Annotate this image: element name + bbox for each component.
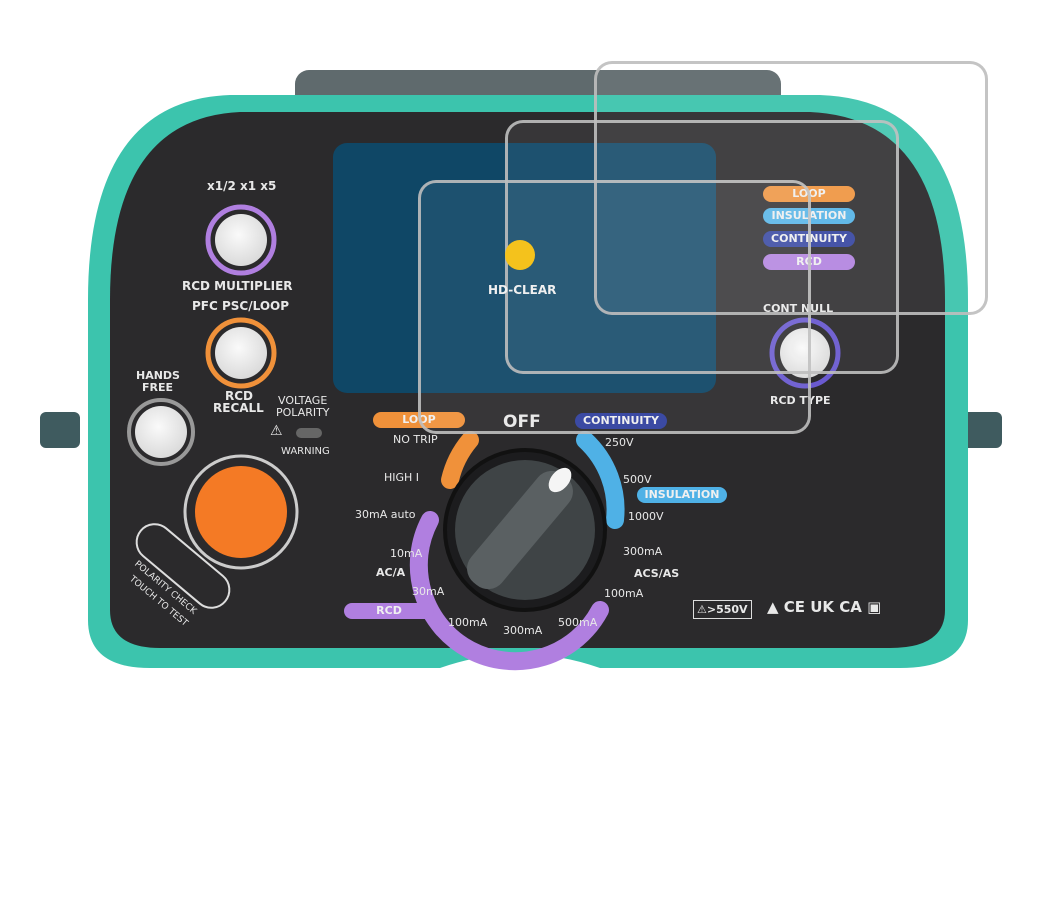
screen-protector-3 — [594, 61, 988, 315]
voltage-rating-mark: ⚠>550V — [693, 600, 752, 619]
acs-300ma-label: 300mA — [623, 545, 663, 558]
300ma-label: 300mA — [503, 624, 543, 637]
hands-label: HANDS — [136, 369, 180, 382]
dial-continuity-label: CONTINUITY — [575, 413, 667, 429]
dial-off-label: OFF — [503, 412, 541, 432]
30ma-auto-label: 30mA auto — [355, 508, 416, 521]
free-label: FREE — [142, 381, 174, 394]
100ma-label: 100mA — [448, 616, 488, 629]
rcd-multiplier-label: RCD MULTIPLIER — [182, 279, 293, 293]
500ma-label: 500mA — [558, 616, 598, 629]
test-button[interactable] — [195, 466, 287, 558]
hd-clear-logo-text: HD-CLEAR — [488, 283, 557, 297]
warning-icon: ⚠ — [270, 423, 283, 439]
rcd-multiplier-button[interactable] — [215, 214, 267, 266]
aca-label: AC/A — [376, 566, 406, 579]
30ma-label: 30mA — [412, 585, 445, 598]
rcd-type-button[interactable] — [780, 328, 830, 378]
acs-as-label: ACS/AS — [634, 567, 680, 580]
recall-label: RECALL — [213, 401, 264, 415]
10ma-label: 10mA — [390, 547, 423, 560]
voltage-label: VOLTAGE — [278, 394, 328, 407]
rotary-dial[interactable] — [445, 450, 605, 610]
no-trip-label: NO TRIP — [393, 433, 438, 446]
screen-protector-1 — [418, 180, 811, 434]
screen-protector-2 — [505, 120, 899, 374]
warning-led — [296, 428, 322, 438]
rcd-label: RCD — [225, 389, 254, 403]
certification-marks: ▲ CE UK CA ▣ — [767, 598, 882, 616]
1000v-label: 1000V — [628, 510, 664, 523]
hd-clear-logo-icon — [505, 240, 535, 270]
high-i-label: HIGH I — [384, 471, 420, 484]
dial-insulation-label: INSULATION — [637, 487, 727, 503]
500v-label: 500V — [623, 473, 652, 486]
rcd-recall-button[interactable] — [215, 327, 267, 379]
multiplier-scale: x1/2 x1 x5 — [207, 179, 277, 193]
polarity-label: POLARITY — [276, 406, 330, 419]
warning-label: WARNING — [281, 446, 330, 457]
pfc-label: PFC PSC/LOOP — [192, 299, 290, 313]
acs-100ma-label: 100mA — [604, 587, 644, 600]
hands-free-button[interactable] — [135, 406, 187, 458]
dial-rcd-label: RCD — [344, 603, 434, 619]
rcd-type-label: RCD TYPE — [770, 394, 831, 407]
250v-label: 250V — [605, 436, 634, 449]
cont-null-label: CONT NULL — [763, 302, 834, 315]
